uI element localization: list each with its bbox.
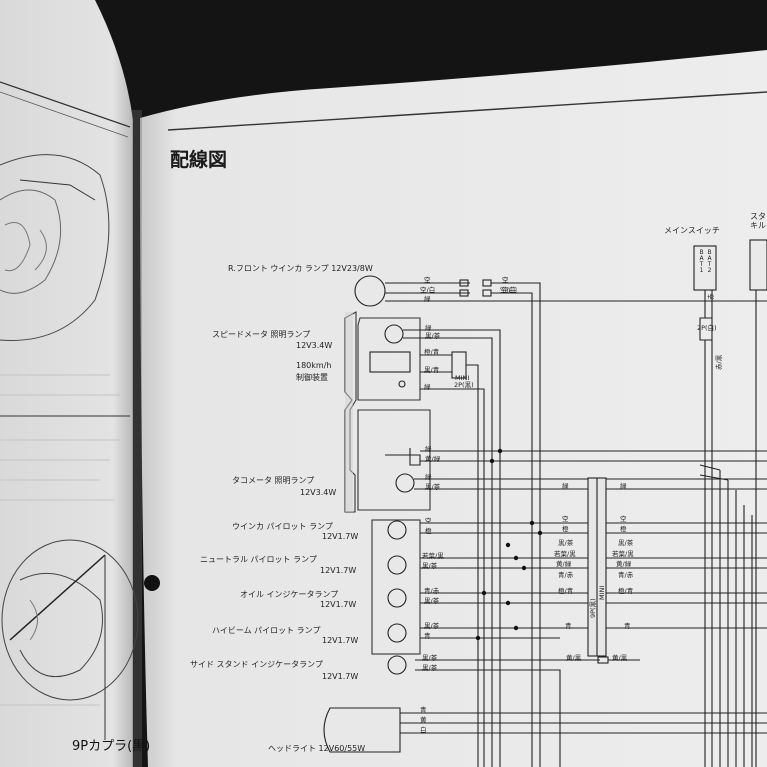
wire-label: 緑 [425, 324, 432, 332]
wire-label: 黄/黒 [612, 654, 628, 662]
wire-label: 黒/茶 [425, 483, 441, 491]
mid-connector-label: 9P(黒) [589, 598, 597, 618]
right-page [140, 50, 767, 767]
speedometer-rating: 12V3.4W [296, 341, 333, 350]
left-illustration-top [0, 154, 110, 341]
wire-label: 橙/青 [558, 587, 574, 595]
control-unit-label-2: 制御装置 [296, 373, 328, 382]
side-stand-indicator-rating: 12V1.7W [322, 672, 359, 681]
wire-label: 若葉/黒 [612, 550, 634, 558]
wire-label: 黄/黒 [566, 654, 582, 662]
speedometer-label: スピードメータ 照明ランプ [212, 330, 311, 339]
wire-label: 黒/茶 [422, 562, 438, 570]
wire-label: 青/赤 [558, 571, 574, 579]
control-connector-type: MINI [455, 374, 470, 382]
wire-label: 空/白 [420, 286, 436, 294]
wire-label: 橙 [562, 525, 569, 533]
wire-label: 赤/黒 [715, 354, 723, 370]
tachometer-rating: 12V3.4W [300, 488, 337, 497]
wire-label: 空 [562, 515, 569, 523]
wire-label: 空 [425, 517, 432, 525]
wire-label: 黄/緑 [616, 560, 632, 568]
headlight-label: ヘッドライト 12V60/55W [268, 744, 366, 753]
terminal-bat1: BAT1 [699, 249, 704, 274]
connector-label: 9Pカプラ(黒) [72, 739, 151, 754]
control-connector: 2P(黒) [454, 381, 474, 389]
wire-label: 黒/茶 [618, 539, 634, 547]
wire-label: 空 [620, 515, 627, 523]
neutral-pilot-label: ニュートラル パイロット ランプ [200, 555, 317, 564]
oil-indicator-label: オイル インジケータランプ [240, 590, 339, 599]
wire-label: 青/赤 [424, 587, 440, 595]
wire-label: 空/白 [502, 286, 518, 294]
wire-label: 空 [424, 276, 431, 284]
wire-label: 黒/茶 [425, 332, 441, 340]
page-title: 配線図 [170, 149, 228, 171]
wire-label: 若葉/黒 [422, 552, 444, 560]
wire-label: 緑 [424, 295, 431, 303]
winker-pilot-label: ウインカ パイロット ランプ [232, 522, 333, 531]
control-unit-label: 180km/h [296, 361, 332, 370]
wire-label: 赤 [707, 293, 715, 301]
wire-label: 黒/茶 [424, 597, 440, 605]
wire-label: 黄 [420, 716, 427, 724]
wire-label: 橙/青 [618, 587, 634, 595]
wire-label: 空 [502, 276, 509, 284]
binding-hole [144, 575, 160, 591]
side-stand-indicator-label: サイド スタンド インジケータランプ [190, 660, 323, 669]
wire-label: 緑 [424, 383, 431, 391]
wire-label: 空/白 [500, 286, 516, 294]
main-switch-label: メインスイッチ [664, 226, 720, 235]
wire-label: 青 [624, 622, 631, 630]
oil-indicator-rating: 12V1.7W [320, 600, 357, 609]
wire-label: 青 [565, 622, 572, 630]
front-winker-label: R.フロント ウインカ ランプ 12V23/8W [228, 264, 373, 273]
wire-label: 黄/緑 [425, 455, 441, 463]
mid-connector-type: MINI [598, 585, 606, 600]
wire-label: 青 [424, 632, 431, 640]
high-beam-pilot-rating: 12V1.7W [322, 636, 359, 645]
wire-label: 黒/茶 [424, 622, 440, 630]
wire-label: 橙 [425, 527, 432, 535]
tachometer-label: タコメータ 照明ランプ [232, 476, 315, 485]
wire-label: 緑 [425, 473, 432, 481]
wiring-diagram [323, 239, 767, 767]
wire-label: 緑 [425, 445, 432, 453]
wire-label: 青 [420, 706, 427, 714]
main-switch-connector: 2P(白) [697, 324, 717, 332]
wire-label: 黄/緑 [556, 560, 572, 568]
wire-label: 青/赤 [618, 571, 634, 579]
wire-label: 黒/青 [424, 366, 440, 374]
neutral-pilot-rating: 12V1.7W [320, 566, 357, 575]
wire-label: 橙 [620, 525, 627, 533]
wire-label: 橙/青 [424, 348, 440, 356]
starter-label: スタ キル [750, 212, 766, 230]
wire-label: 黒/茶 [558, 539, 574, 547]
wire-label: 白 [420, 726, 427, 734]
wire-label: 緑 [562, 482, 569, 490]
wire-label: 黒/茶 [422, 664, 438, 672]
left-illustration-bottom [1, 539, 139, 740]
wire-label: 緑 [620, 482, 627, 490]
winker-pilot-rating: 12V1.7W [322, 532, 359, 541]
wire-label: 黒/茶 [422, 654, 438, 662]
wire-label: 若葉/黒 [554, 550, 576, 558]
high-beam-pilot-label: ハイビーム パイロット ランプ [212, 626, 321, 635]
terminal-bat2: BAT2 [707, 249, 712, 274]
